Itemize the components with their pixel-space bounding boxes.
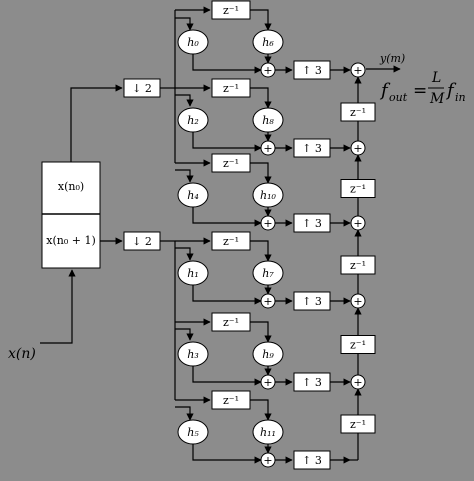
output-delay-label: z⁻¹	[350, 418, 366, 431]
output-adder-sign: +	[353, 376, 362, 389]
delay-label: z⁻¹	[223, 394, 239, 407]
filter-label: h₆	[262, 36, 274, 49]
output-signal-label: y(m)	[379, 52, 405, 65]
upsampler-label: ↑ 3	[302, 376, 322, 389]
filter-label: h₂	[187, 114, 199, 127]
upsampler-label: ↑ 3	[302, 64, 322, 77]
input-signal-label: x(n)	[8, 346, 36, 362]
formula-rhs-sub: in	[455, 91, 466, 104]
filter-stage: z⁻¹ h₄ h₁₀ + ↑ 3	[177, 153, 351, 233]
filter-label: h₈	[262, 114, 274, 127]
delay-label: z⁻¹	[223, 235, 239, 248]
adder-sign: +	[263, 376, 272, 389]
filter-label: h₁₁	[260, 426, 276, 439]
filter-stage: z⁻¹ h₃ h₉ + ↑ 3	[177, 312, 351, 392]
downsampler-bottom: ↓ 2	[123, 231, 161, 251]
sample-rate-formula: f out = L M f in	[379, 70, 466, 107]
filter-stage: z⁻¹ h₁ h₇ + ↑ 3	[177, 231, 351, 311]
buffer-top-label: x(n₀)	[58, 180, 84, 193]
filter-stage: z⁻¹ h₀ h₆ + ↑ 3	[177, 0, 351, 80]
formula-eq: =	[413, 81, 427, 101]
output-delay-label: z⁻¹	[350, 106, 366, 119]
adder-sign: +	[263, 217, 272, 230]
delay-label: z⁻¹	[223, 4, 239, 17]
input-buffer: x(n₀) x(n₀ + 1)	[41, 161, 101, 269]
downsampler-top: ↓ 2	[123, 78, 161, 98]
filter-stage: z⁻¹ h₂ h₈ + ↑ 3	[177, 78, 351, 158]
output-adder-sign: +	[353, 64, 362, 77]
downsampler-top-label: ↓ 2	[132, 82, 152, 95]
adder-sign: +	[263, 454, 272, 467]
output-delay-label: z⁻¹	[350, 339, 366, 352]
filter-label: h₄	[187, 189, 199, 202]
downsampler-bottom-label: ↓ 2	[132, 235, 152, 248]
filter-label: h₉	[262, 348, 274, 361]
delay-label: z⁻¹	[223, 157, 239, 170]
delay-label: z⁻¹	[223, 316, 239, 329]
output-adder-sign: +	[353, 295, 362, 308]
output-delay-label: z⁻¹	[350, 183, 366, 196]
filter-label: h₃	[187, 348, 199, 361]
adder-sign: +	[263, 295, 272, 308]
filter-label: h₇	[262, 267, 274, 280]
delay-label: z⁻¹	[223, 82, 239, 95]
filter-label: h₁	[187, 267, 199, 280]
filter-stage: z⁻¹ h₅ h₁₁ + ↑ 3	[177, 390, 351, 470]
output-delay-label: z⁻¹	[350, 259, 366, 272]
output-adder-sign: +	[353, 142, 362, 155]
upsampler-label: ↑ 3	[302, 295, 322, 308]
upsampler-label: ↑ 3	[302, 454, 322, 467]
formula-lhs-sub: out	[389, 91, 408, 104]
formula-num: L	[431, 70, 441, 86]
filter-label: h₁₀	[260, 189, 276, 202]
filter-label: h₀	[187, 36, 199, 49]
filter-label: h₅	[187, 426, 199, 439]
upsampler-label: ↑ 3	[302, 142, 322, 155]
upsampler-label: ↑ 3	[302, 217, 322, 230]
buffer-bottom-label: x(n₀ + 1)	[46, 234, 96, 247]
output-adder-sign: +	[353, 217, 362, 230]
formula-den: M	[429, 91, 445, 107]
adder-sign: +	[263, 64, 272, 77]
adder-sign: +	[263, 142, 272, 155]
